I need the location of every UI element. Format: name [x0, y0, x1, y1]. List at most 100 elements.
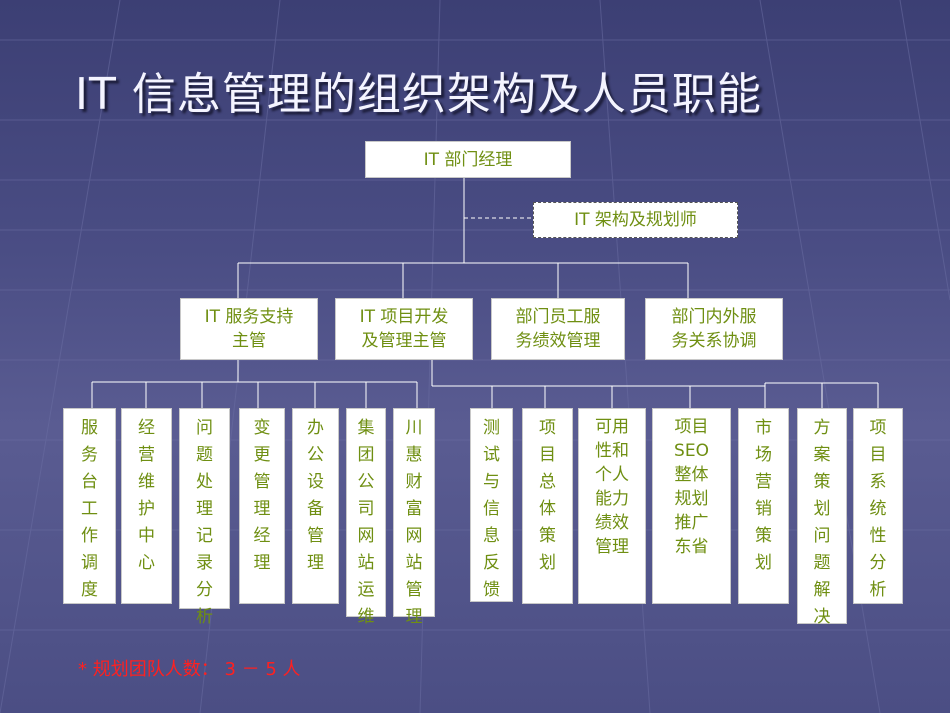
role-text: 题 [813, 553, 831, 573]
role-text: 设 [307, 472, 324, 492]
role-text: 营 [755, 472, 772, 492]
role-text: 系 [869, 472, 887, 492]
role-text: 办 [307, 418, 324, 438]
role-text: 性和 [595, 441, 629, 461]
role-text: 中 [138, 526, 155, 546]
role-text: 能力 [595, 489, 629, 509]
role-text: 运 [357, 580, 375, 600]
role-text: 心 [138, 553, 155, 573]
role-text: 个人 [595, 465, 629, 485]
role-text: 项 [869, 418, 887, 438]
role-text: 问 [813, 526, 831, 546]
role-text: 调 [81, 553, 98, 573]
role-text: 场 [755, 445, 772, 465]
role-text: 整体 [674, 465, 709, 485]
project-dev-role-box: 项目 SEO 整体规划推广东省 [652, 408, 731, 604]
role-text: 策 [813, 472, 831, 492]
project-dev-role-box: 项目总体策划 [522, 408, 573, 604]
supervisor-box-it-service-support: IT 服务支持 主管 [180, 298, 318, 360]
team-size-note: * 规划团队人数： 3 － 5 人 [78, 659, 301, 680]
role-text: 团 [357, 445, 375, 465]
role-text: 经 [253, 526, 271, 546]
role-text: 策 [755, 526, 772, 546]
role-text: 决 [813, 607, 831, 627]
role-text: 处 [196, 472, 213, 492]
role-text: 营 [138, 445, 155, 465]
role-text: 服 [81, 418, 98, 438]
service-support-role-box: 集团公司网站运维 [346, 408, 386, 627]
role-text: 反 [483, 553, 500, 573]
role-text: 工 [81, 499, 98, 519]
role-text: 公 [307, 445, 324, 465]
role-text: 维 [138, 472, 155, 492]
role-text: 公 [357, 472, 375, 492]
it-department-manager-box: IT 部门经理 [365, 141, 571, 178]
role-text: 理 [307, 553, 324, 573]
project-dev-role-box: 可用性和个人能力绩效管理 [578, 408, 646, 604]
role-text: 与 [483, 472, 500, 492]
service-support-role-box: 经营维护中心 [121, 408, 172, 604]
role-text: 销 [755, 499, 772, 519]
role-text: 网 [405, 526, 423, 546]
role-text: 划 [755, 553, 772, 573]
project-dev-role-box: 测试与信息反馈 [470, 408, 513, 602]
role-text: 信 [483, 499, 500, 519]
role-text: 案 [813, 445, 831, 465]
role-text: 分 [869, 553, 887, 573]
role-text: 目 [539, 445, 556, 465]
role-text: 市 [755, 418, 772, 438]
role-text: 馈 [483, 580, 500, 600]
role-text: 统 [869, 499, 887, 519]
role-text: 变 [253, 418, 271, 438]
role-text: 目 [869, 445, 887, 465]
role-text: 录 [196, 553, 213, 573]
project-dev-role-box: 市场营销策划 [738, 408, 789, 604]
role-text: 务 [81, 445, 98, 465]
role-text: 管理 [595, 537, 629, 557]
role-text: 站 [405, 553, 423, 573]
role-text: 作 [81, 526, 98, 546]
role-text: 可用 [595, 417, 629, 437]
supervisor-box-it-project-dev: IT 项目开发 及管理主管 [335, 298, 473, 360]
service-support-role-box: 办公设备管理 [292, 408, 339, 604]
service-support-role-box: 川惠财富网站管理 [393, 408, 435, 627]
role-text: 网 [357, 526, 375, 546]
role-text: 台 [81, 472, 98, 492]
role-text: 惠 [405, 445, 423, 465]
role-text: 析 [869, 580, 887, 600]
role-text: 绩效 [595, 513, 629, 533]
role-text: 川 [405, 418, 423, 438]
role-text: 总 [539, 472, 556, 492]
service-support-role-box: 问题处理记录分析 [179, 408, 230, 627]
role-text: 护 [138, 499, 155, 519]
role-text: 财 [405, 472, 423, 492]
project-dev-role-box: 方案策划问题解决 [797, 408, 847, 627]
role-text: 管 [253, 472, 271, 492]
role-text: 息 [483, 526, 500, 546]
role-text: 项 [539, 418, 556, 438]
project-dev-role-box: 项目系统性分析 [853, 408, 903, 604]
role-text: 经 [138, 418, 155, 438]
role-text: 解 [813, 580, 831, 600]
role-text: 备 [307, 499, 324, 519]
role-text: 方 [813, 418, 831, 438]
role-text: 司 [357, 499, 375, 519]
service-support-role-box: 服务台工作调度 [63, 408, 116, 604]
role-text: 东省 [674, 537, 709, 557]
role-text: 富 [405, 499, 423, 519]
role-text: 管 [307, 526, 324, 546]
role-text: 项目 [674, 417, 709, 437]
role-text: 管 [405, 580, 423, 600]
role-text: SEO [674, 441, 709, 461]
role-text: 测 [483, 418, 500, 438]
role-text: 推广 [674, 513, 709, 533]
role-text: 度 [81, 580, 98, 600]
supervisor-box-relations: 部门内外服 务关系协调 [645, 298, 783, 360]
role-text: 集 [357, 418, 375, 438]
role-text: 体 [539, 499, 556, 519]
role-text: 规划 [674, 489, 709, 509]
supervisor-box-staff-performance: 部门员工服 务绩效管理 [491, 298, 625, 360]
role-text: 理 [253, 499, 271, 519]
role-text: 试 [483, 445, 500, 465]
role-text: 理 [405, 607, 423, 627]
